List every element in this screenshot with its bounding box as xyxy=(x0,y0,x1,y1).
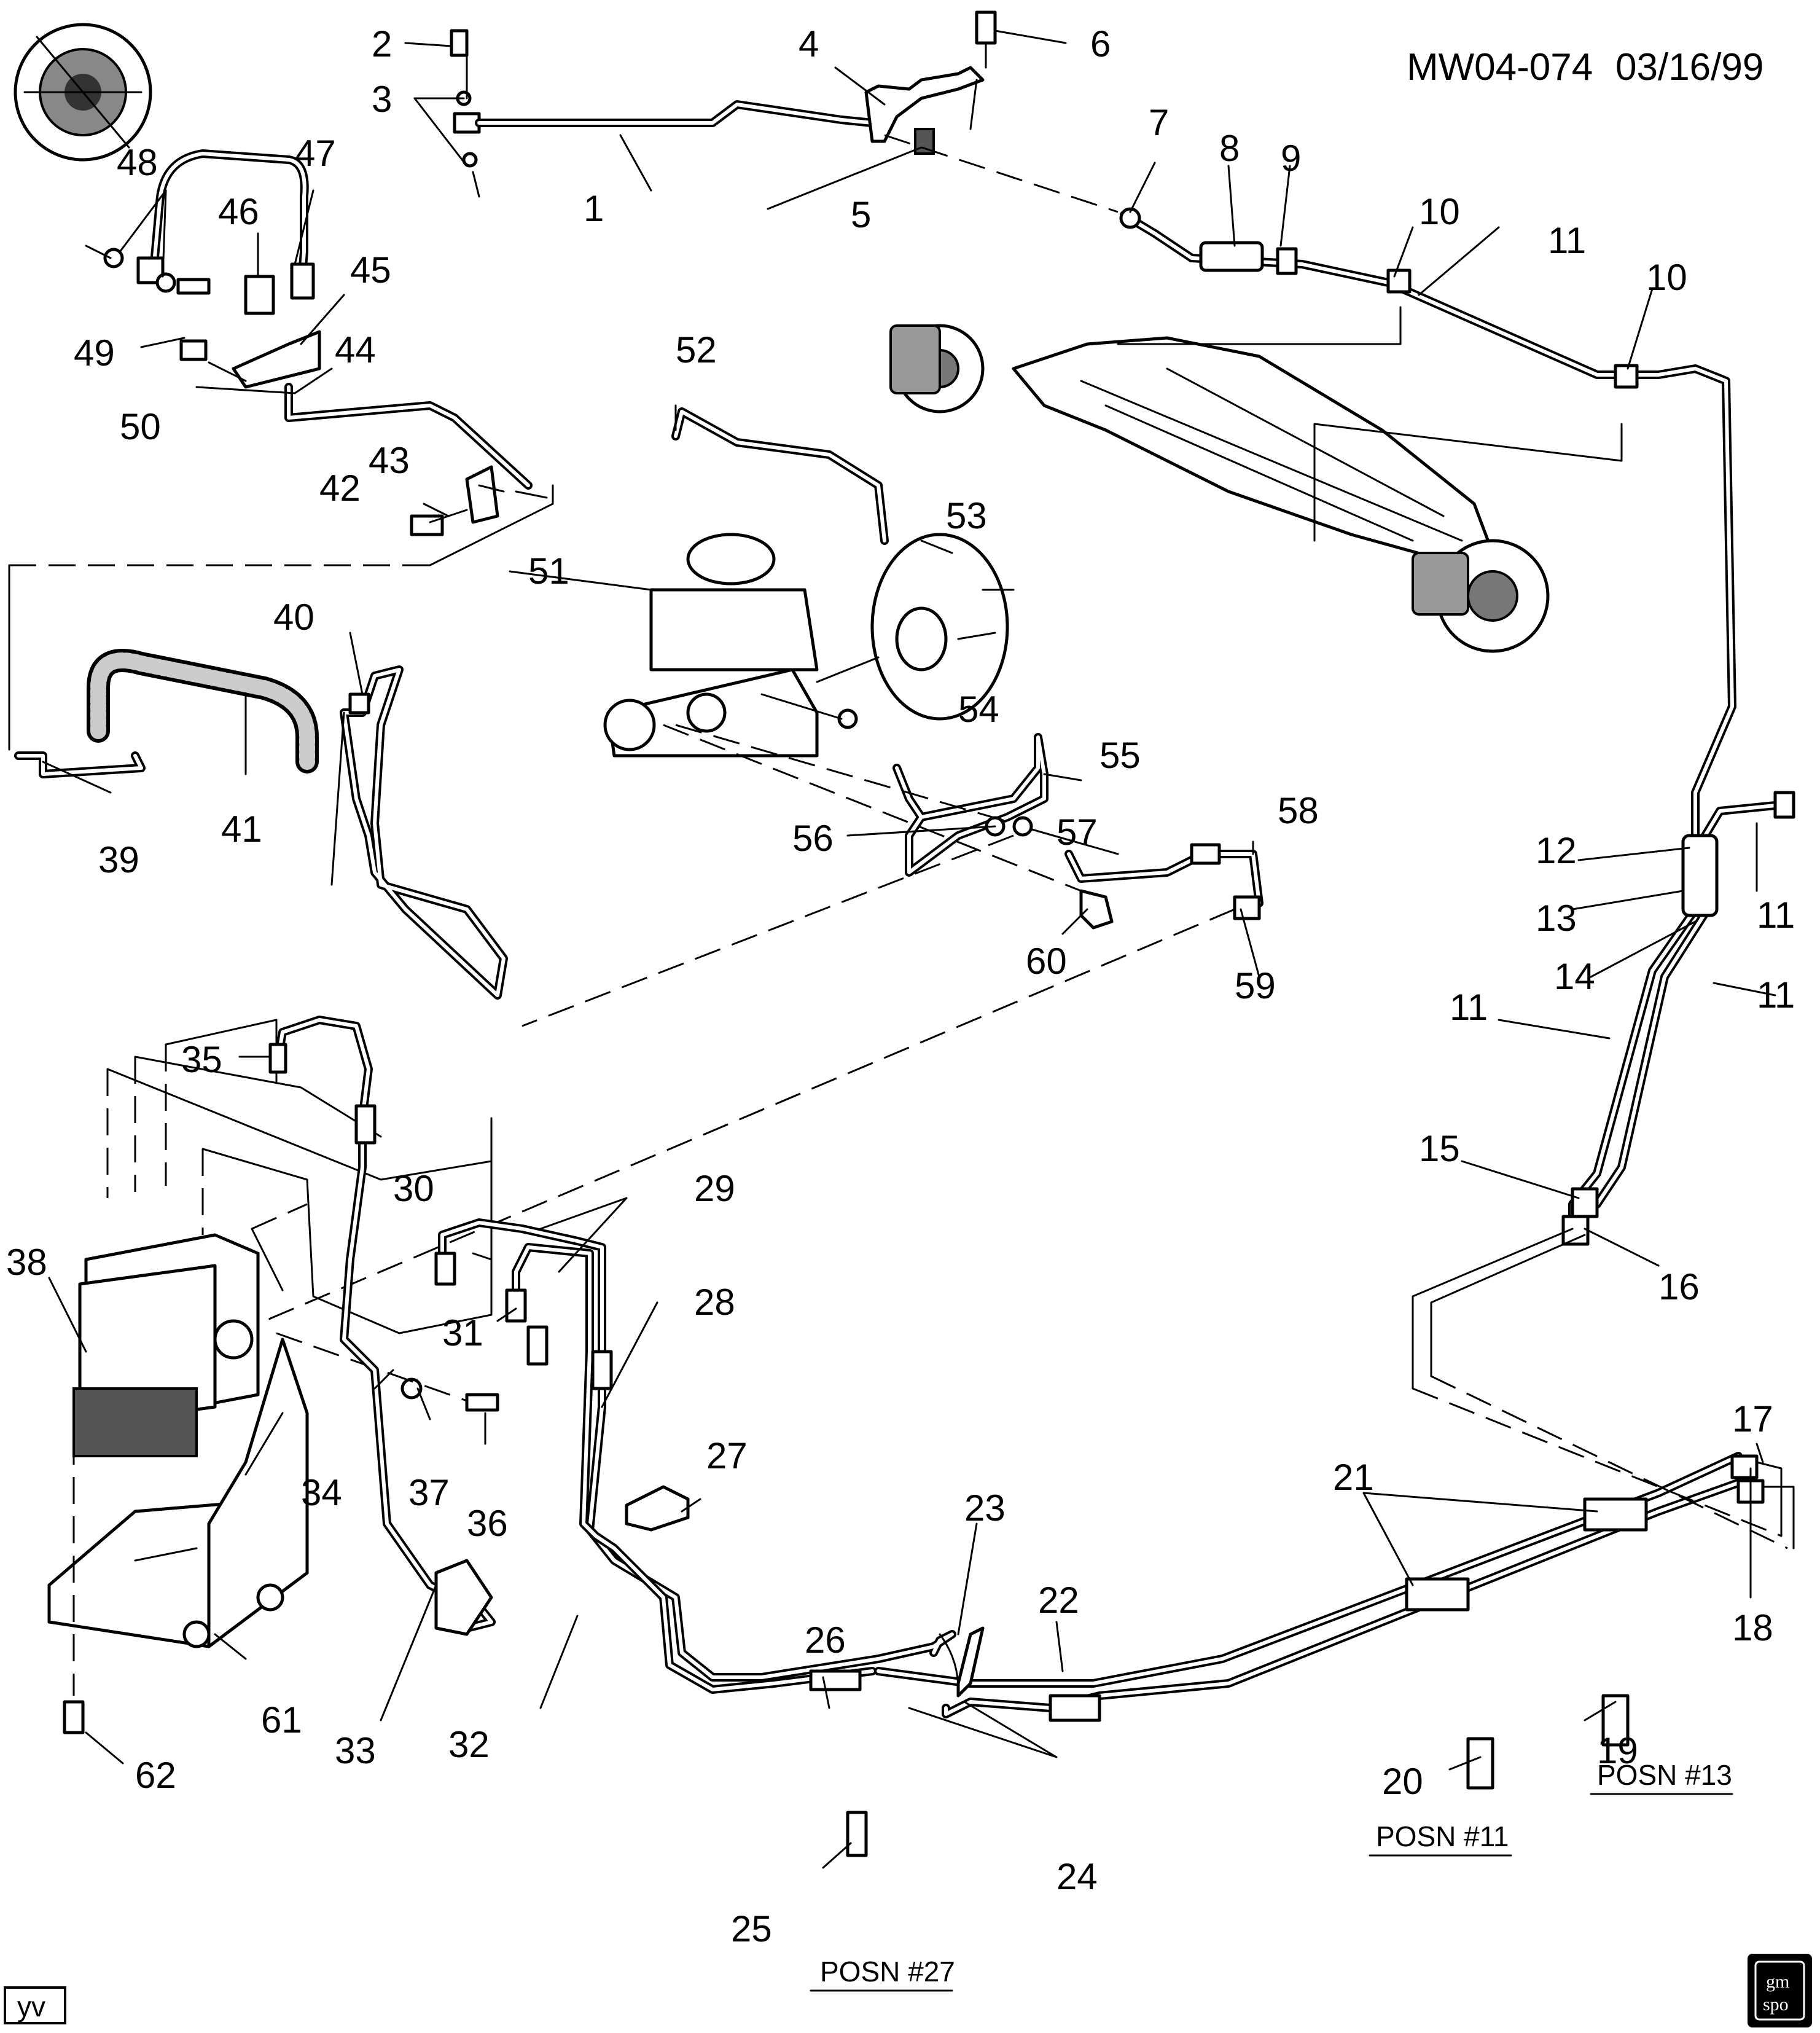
callout-33: 33 xyxy=(335,1730,376,1771)
callout-39: 39 xyxy=(98,839,139,880)
callout-35: 35 xyxy=(181,1039,222,1080)
callout-48: 48 xyxy=(117,142,158,183)
callout-labels: 1 2 3 4 5 6 7 8 9 10 10 11 11 11 11 11 1… xyxy=(6,23,1795,1949)
callout-5: 5 xyxy=(851,194,871,235)
callout-37: 37 xyxy=(408,1472,450,1513)
callout-50: 50 xyxy=(120,406,161,447)
callout-10b: 10 xyxy=(1646,257,1687,298)
callout-46: 46 xyxy=(218,191,259,232)
posn-13-label: POSN #13 xyxy=(1597,1759,1732,1791)
left-hose-assembly xyxy=(14,649,508,1000)
callout-52: 52 xyxy=(676,329,717,370)
callout-7: 7 xyxy=(1149,102,1169,143)
callout-18: 18 xyxy=(1732,1607,1773,1648)
leader-lines xyxy=(42,29,1776,1869)
callout-12: 12 xyxy=(1536,830,1577,871)
abs-module-assembly xyxy=(47,1233,499,1734)
callout-15: 15 xyxy=(1419,1128,1460,1169)
callout-57: 57 xyxy=(1056,812,1098,853)
callout-26: 26 xyxy=(805,1620,846,1661)
callout-55: 55 xyxy=(1099,735,1141,776)
callout-21: 21 xyxy=(1333,1457,1374,1498)
callout-43: 43 xyxy=(369,440,410,481)
callout-11d: 11 xyxy=(1450,987,1488,1028)
rear-axle-assembly xyxy=(889,324,1550,653)
callout-13: 13 xyxy=(1536,898,1577,939)
callout-9: 9 xyxy=(1281,138,1301,179)
callout-62: 62 xyxy=(135,1755,176,1796)
callout-6: 6 xyxy=(1090,23,1111,65)
callout-11c: 11 xyxy=(1757,974,1795,1016)
callout-41: 41 xyxy=(221,809,262,850)
rear-brake-line-lower xyxy=(1049,791,1795,1790)
callout-44: 44 xyxy=(335,329,376,370)
callout-53: 53 xyxy=(946,495,987,536)
callout-31: 31 xyxy=(442,1312,483,1353)
callout-38: 38 xyxy=(6,1242,47,1283)
callout-3: 3 xyxy=(372,79,392,120)
posn-27-label: POSN #27 xyxy=(820,1956,955,1988)
callout-10a: 10 xyxy=(1419,191,1460,232)
callout-28: 28 xyxy=(694,1282,735,1323)
callout-58: 58 xyxy=(1278,790,1319,831)
callout-47: 47 xyxy=(295,133,336,174)
front-brake-line-assembly xyxy=(450,10,997,198)
callout-8: 8 xyxy=(1219,128,1240,169)
callout-59: 59 xyxy=(1235,965,1276,1006)
callout-36: 36 xyxy=(467,1503,508,1544)
callout-34: 34 xyxy=(301,1472,342,1513)
callout-42: 42 xyxy=(319,468,361,509)
callout-2: 2 xyxy=(372,23,392,65)
callout-32: 32 xyxy=(448,1724,490,1765)
logo-line2: spo xyxy=(1763,1994,1789,2015)
drawing-id: MW04-074 xyxy=(1407,46,1593,88)
callout-11b: 11 xyxy=(1757,895,1795,936)
front-hose-assembly xyxy=(85,149,533,536)
callout-24: 24 xyxy=(1056,1856,1098,1897)
callout-49: 49 xyxy=(74,332,115,374)
callout-51: 51 xyxy=(528,550,569,592)
inset-wheel-thumbnail xyxy=(14,23,152,162)
posn-11-label: POSN #11 xyxy=(1376,1820,1509,1852)
callout-30: 30 xyxy=(393,1168,434,1209)
position-labels: POSN #11 POSN #13 POSN #27 xyxy=(810,1759,1733,1992)
callout-17: 17 xyxy=(1732,1398,1773,1440)
callout-20: 20 xyxy=(1382,1761,1423,1802)
callout-4: 4 xyxy=(799,23,819,65)
corner-tag-text: yv xyxy=(17,1991,45,2023)
abs-lines xyxy=(268,1016,1749,1857)
callout-1: 1 xyxy=(584,188,604,229)
master-cylinder-booster xyxy=(603,407,1015,758)
callout-54: 54 xyxy=(958,689,999,730)
callout-14: 14 xyxy=(1554,956,1595,997)
rear-brake-line-upper xyxy=(1119,207,1736,846)
callout-16: 16 xyxy=(1658,1266,1700,1307)
callout-29: 29 xyxy=(694,1168,735,1209)
callout-60: 60 xyxy=(1026,941,1067,982)
callout-19: 19 xyxy=(1597,1730,1638,1771)
callout-22: 22 xyxy=(1038,1580,1079,1621)
callout-61: 61 xyxy=(261,1699,302,1741)
callout-11a: 11 xyxy=(1548,220,1586,261)
corner-tag: yv xyxy=(4,1986,66,2024)
callout-40: 40 xyxy=(273,597,314,638)
gm-spo-logo: gm spo xyxy=(1748,1954,1812,2027)
logo-line1: gm xyxy=(1766,1972,1789,1992)
callout-23: 23 xyxy=(964,1487,1006,1529)
drawing-date: 03/16/99 xyxy=(1615,46,1763,88)
callout-27: 27 xyxy=(706,1435,748,1476)
callout-25: 25 xyxy=(731,1908,772,1949)
callout-56: 56 xyxy=(792,818,834,859)
callout-45: 45 xyxy=(350,249,391,291)
